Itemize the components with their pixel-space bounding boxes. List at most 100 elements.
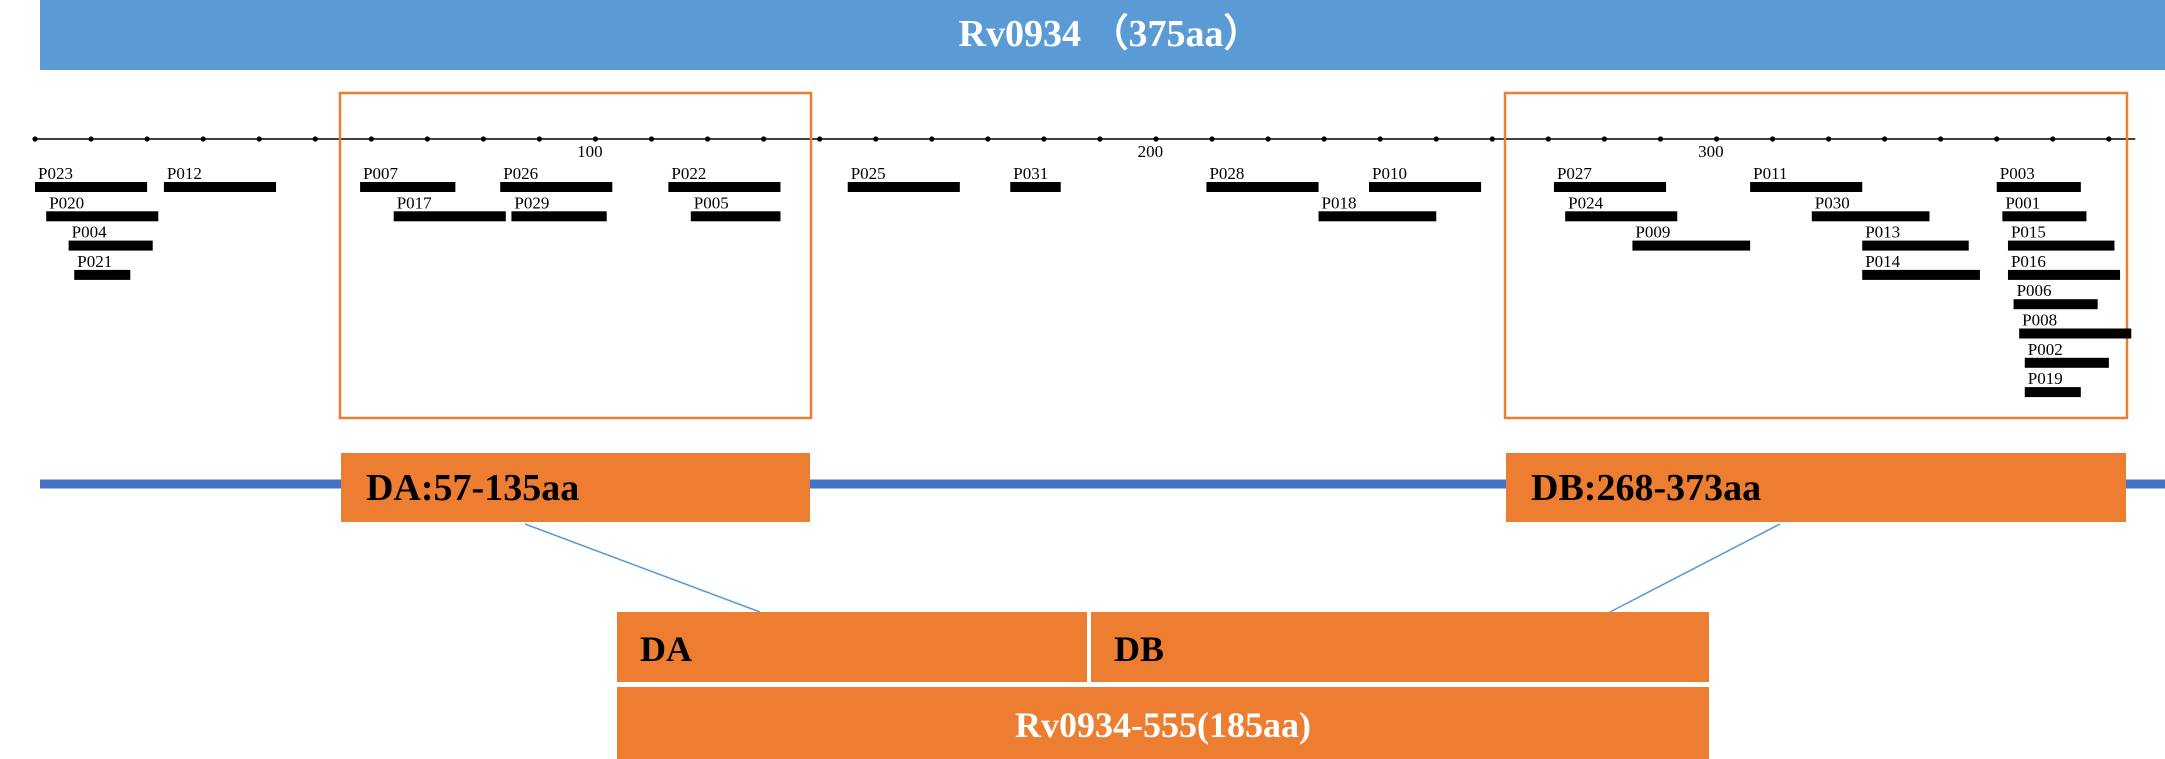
- peptide-bar-p019: [2024, 387, 2081, 398]
- peptide-label-p005: P005: [694, 193, 729, 212]
- peptide-label-p012: P012: [167, 164, 202, 183]
- sequence-axis: 100 200 300: [32, 136, 2136, 161]
- peptide-label-p029: P029: [514, 193, 549, 212]
- axis-tick: [873, 136, 879, 142]
- peptide-bar-p015: [2007, 240, 2115, 251]
- peptide-bar-p003: [1996, 182, 2081, 192]
- axis-tick: [817, 136, 823, 142]
- axis-tick: [1097, 136, 1103, 142]
- peptide-label-p018: P018: [1322, 193, 1357, 212]
- peptide-bar-p002: [2024, 357, 2109, 368]
- axis-tick: [1882, 136, 1888, 142]
- peptide-label-p030: P030: [1815, 193, 1850, 212]
- axis-tick: [88, 136, 94, 142]
- peptide-label-p016: P016: [2011, 252, 2046, 271]
- peptide-label-p013: P013: [1865, 223, 1900, 242]
- axis-tick: [929, 136, 935, 142]
- axis-tick: [200, 136, 206, 142]
- peptide-bar-p023: [35, 182, 148, 192]
- axis-tick-label: 300: [1698, 142, 1724, 161]
- peptide-bar-p028: [1206, 182, 1319, 192]
- peptide-label-p014: P014: [1865, 252, 1900, 271]
- peptide-bar-p022: [668, 182, 781, 192]
- axis-tick: [424, 136, 430, 142]
- domain-bar-label-db: DB:268-373aa: [1531, 467, 1761, 509]
- peptide-label-p004: P004: [72, 223, 107, 242]
- peptide-bar-p027: [1553, 182, 1667, 192]
- domain-bar-label-da: DA:57-135aa: [366, 467, 579, 509]
- axis-tick: [1489, 136, 1495, 142]
- peptide-label-p015: P015: [2011, 223, 2046, 242]
- fusion-construct-label: Rv0934-555(185aa): [1015, 705, 1311, 745]
- axis-tick: [1545, 136, 1551, 142]
- domain-region-boxes: [338, 91, 2129, 420]
- axis-tick: [368, 136, 374, 142]
- peptide-bar-p017: [393, 211, 506, 222]
- axis-tick: [592, 136, 599, 142]
- peptide-bar-p001: [2002, 211, 2087, 222]
- fusion-part-db: [1091, 612, 1709, 682]
- fusion-part-da: [617, 612, 1087, 682]
- peptide-bar-p006: [2013, 299, 2098, 310]
- axis-tick: [705, 136, 711, 142]
- peptide-bar-p004: [68, 240, 153, 251]
- axis-tick: [1769, 136, 1776, 142]
- peptide-label-p031: P031: [1013, 164, 1048, 183]
- axis-tick: [761, 136, 767, 142]
- peptide-bar-p024: [1565, 211, 1678, 222]
- axis-tick: [1826, 136, 1832, 142]
- peptide-label-p009: P009: [1635, 223, 1670, 242]
- connector-db: [1609, 523, 1781, 613]
- peptide-label-p023: P023: [38, 164, 73, 183]
- axis-tick: [1601, 136, 1607, 142]
- connector-da: [524, 523, 761, 613]
- peptide-label-p008: P008: [2022, 311, 2057, 330]
- axis-tick: [2106, 136, 2112, 142]
- peptide-label-p003: P003: [2000, 164, 2035, 183]
- peptide-bar-p008: [2019, 328, 2132, 339]
- header-title: Rv0934 （375aa）: [959, 13, 1262, 55]
- axis-tick: [1265, 136, 1271, 142]
- peptide-label-p025: P025: [851, 164, 886, 183]
- axis-tick-label: 100: [577, 142, 603, 161]
- domain-bar-da: [341, 453, 810, 522]
- domain-bar-db: [1506, 453, 2126, 522]
- peptide-bar-p014: [1862, 269, 1980, 280]
- peptide-label-p028: P028: [1209, 164, 1244, 183]
- domain-bars: DA:57-135aa DB:268-373aa: [341, 453, 2126, 522]
- axis-tick: [1657, 136, 1664, 142]
- peptide-label-p024: P024: [1568, 193, 1603, 212]
- peptide-bar-p010: [1368, 182, 1482, 192]
- axis-tick: [1994, 136, 2000, 142]
- axis-tick: [256, 136, 262, 142]
- fusion-construct-bar: [617, 687, 1709, 759]
- peptide-label-p026: P026: [503, 164, 538, 183]
- axis-tick: [1938, 136, 1944, 142]
- axis-tick: [536, 136, 543, 142]
- peptide-bar-p031: [1010, 182, 1061, 192]
- peptide-label-p022: P022: [671, 164, 706, 183]
- peptide-label-p001: P001: [2005, 193, 2040, 212]
- peptide-bar-p029: [511, 211, 607, 222]
- peptide-bar-p021: [74, 269, 131, 280]
- fusion-connectors: [524, 523, 1781, 613]
- axis-tick: [312, 136, 318, 142]
- fusion-part-db-label: DB: [1114, 629, 1164, 669]
- axis-tick: [1321, 136, 1327, 142]
- axis-tick-label: 200: [1138, 142, 1164, 161]
- peptide-label-p027: P027: [1557, 164, 1592, 183]
- fusion-part-da-label: DA: [640, 629, 692, 669]
- axis-tick: [985, 136, 991, 142]
- peptide-bar-p005: [690, 211, 781, 222]
- peptide-bar-p016: [2007, 269, 2121, 280]
- peptide-bar-p009: [1632, 240, 1751, 251]
- peptide-label-p007: P007: [363, 164, 398, 183]
- axis-tick: [1041, 136, 1047, 142]
- peptide-bar-p007: [360, 182, 456, 192]
- axis-tick: [1209, 136, 1215, 142]
- peptide-label-p017: P017: [397, 193, 432, 212]
- peptide-label-p020: P020: [49, 193, 84, 212]
